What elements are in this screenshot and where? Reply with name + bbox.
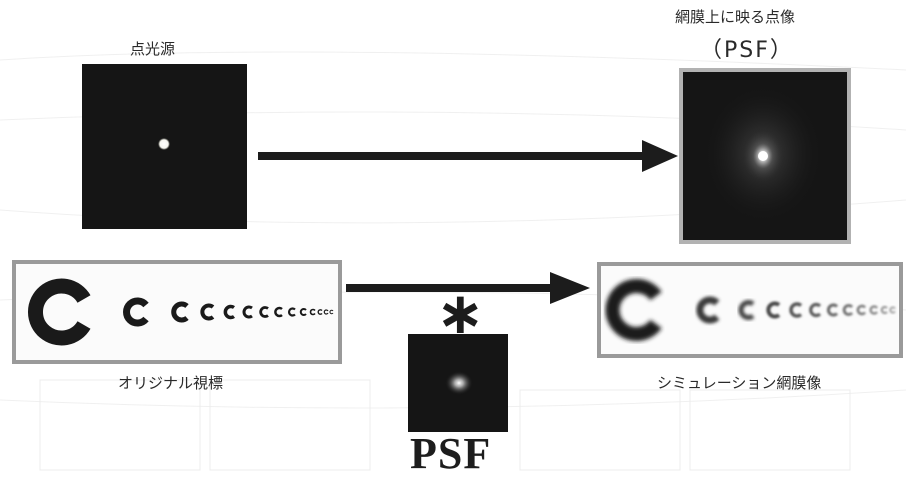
retina-point-image-psf-label: （PSF） [700,38,794,63]
point-source-label: 点光源 [130,40,176,58]
psf-kernel-label: PSF [410,429,492,478]
convolution-operator: ∗ [436,279,485,347]
retina-psf-blur [703,84,823,224]
point-source-image [82,64,247,229]
original-target-frame [12,260,342,364]
landolt-ring-row-original [28,278,334,346]
original-target-label: オリジナル視標 [118,374,224,392]
retina-point-image-frame [679,68,851,244]
simulated-retina-label: シミュレーション網膜像 [657,374,822,392]
psf-kernel-image [408,334,508,432]
bottom-arrow [346,272,590,304]
psf-kernel-blur [445,371,473,395]
retina-point-image-label: 網膜上に映る点像 [675,8,796,26]
landolt-ring-row-simulated [605,279,896,341]
top-arrow [258,140,678,172]
simulated-retina-frame [597,262,903,358]
point-source-dot [158,138,170,150]
